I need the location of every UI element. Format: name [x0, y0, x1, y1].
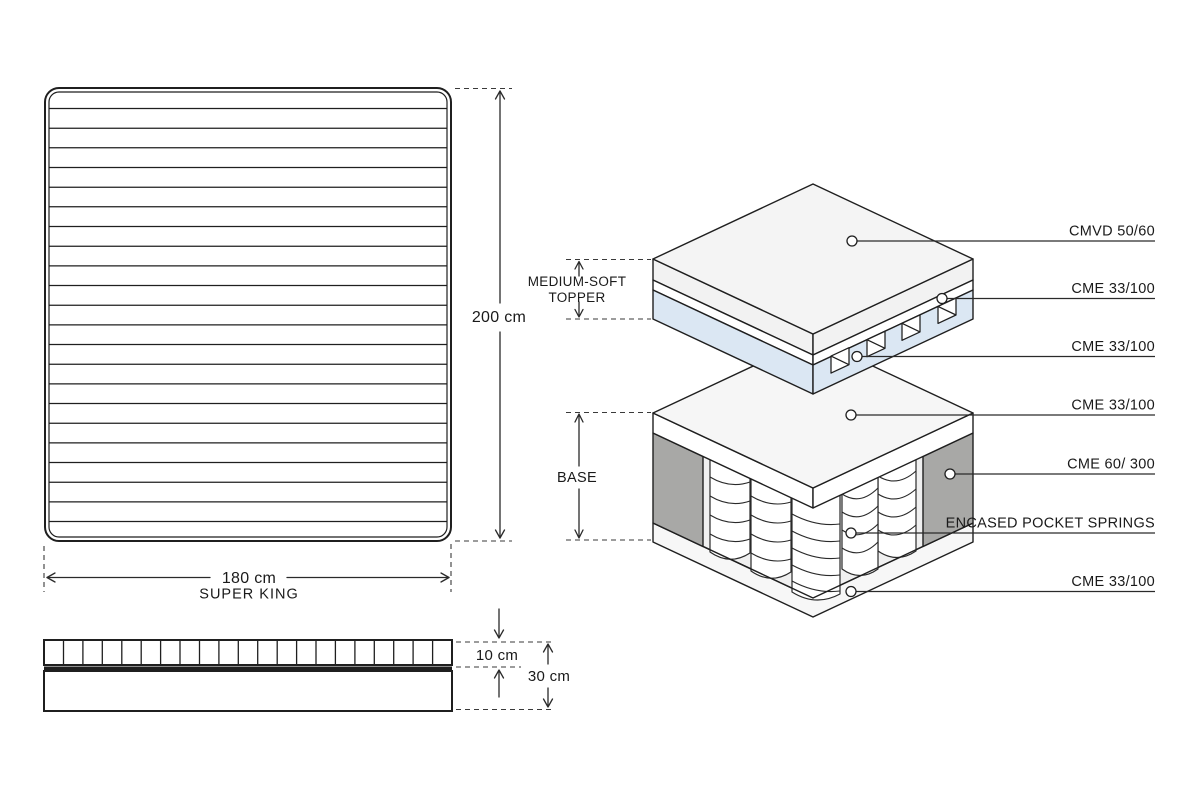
height-dimension-label: 200 cm: [472, 309, 526, 326]
callout-marker: [845, 409, 857, 421]
callouts: CMVD 50/60 CME 33/100 CME 33/100 CME 33/…: [845, 224, 1155, 598]
dimension-height-200cm: 200 cm: [455, 87, 526, 542]
base-bottom-layer-edge: [652, 522, 974, 599]
arrow-down-icon: [542, 698, 554, 708]
arrow-down-icon: [493, 629, 505, 639]
topper-thickness-label: 10 cm: [476, 647, 518, 664]
callout-cme-33-100-topper-side: CME 33/100: [936, 281, 1155, 305]
arrow-down-icon: [574, 529, 584, 539]
callout-marker: [845, 527, 857, 539]
arrow-left-icon: [46, 572, 56, 583]
arrow-up-icon: [542, 643, 554, 653]
callout-marker: [851, 350, 863, 363]
topper-label-line2: TOPPER: [548, 290, 605, 305]
arrow-right-icon: [440, 572, 450, 583]
width-dimension-label: 180 cm: [222, 570, 276, 587]
arrow-up-icon: [574, 260, 584, 270]
total-thickness-label: 30 cm: [528, 668, 570, 685]
exploded-topper: [652, 183, 974, 395]
side-view-thin-layer: [44, 666, 452, 670]
topper-vent-cutouts: [830, 297, 957, 374]
dimension-base-bracket: BASE: [557, 411, 651, 541]
base-top-face: [652, 337, 974, 489]
top-view-inner-outline: [48, 91, 448, 538]
base-label: BASE: [557, 470, 597, 486]
topper-foam-layer-right: [812, 289, 974, 395]
callout-label: CMVD 50/60: [1069, 224, 1155, 240]
topper-label-line1: MEDIUM-SOFT: [528, 274, 627, 289]
size-name-label: SUPER KING: [199, 587, 298, 603]
side-view-topper-dividers: [62, 641, 434, 664]
arrow-up-icon: [574, 413, 584, 423]
callout-cmvd-50-60: CMVD 50/60: [846, 224, 1155, 247]
side-view-topper: [43, 639, 453, 666]
top-view: [44, 87, 452, 542]
callout-label: CME 33/100: [1071, 339, 1155, 355]
dimension-width-180cm: 180 cm SUPER KING: [43, 544, 452, 603]
callout-label: CME 33/100: [1071, 281, 1155, 297]
exploded-base: [652, 337, 974, 618]
arrow-up-icon: [493, 669, 505, 679]
callout-marker: [936, 292, 948, 305]
callout-cme-33-100-base-bottom: CME 33/100: [845, 574, 1155, 598]
callout-label: CME 60/ 300: [1067, 457, 1155, 473]
arrow-down-icon: [494, 529, 506, 539]
callout-marker: [845, 585, 857, 598]
dimension-side-heights: 10 cm 30 cm: [456, 608, 570, 711]
callout-marker: [846, 235, 858, 247]
arrow-up-icon: [494, 90, 506, 100]
top-view-quilt-lines: [49, 107, 447, 523]
callout-encased-pocket-springs: ENCASED POCKET SPRINGS: [845, 516, 1155, 539]
callout-label: ENCASED POCKET SPRINGS: [946, 516, 1155, 532]
callout-cme-33-100-topper-foam: CME 33/100: [851, 339, 1155, 363]
side-view: [43, 639, 453, 712]
callout-marker: [944, 468, 956, 480]
callout-label: CME 33/100: [1071, 574, 1155, 590]
arrow-down-icon: [574, 308, 584, 318]
dimension-topper-bracket: MEDIUM-SOFT TOPPER: [528, 258, 651, 320]
callout-cme-33-100-base-top: CME 33/100: [845, 398, 1155, 421]
top-view-outline: [44, 87, 452, 542]
callout-cme-60-300: CME 60/ 300: [944, 457, 1155, 480]
callout-label: CME 33/100: [1071, 398, 1155, 414]
side-view-base: [43, 670, 453, 712]
topper-top-face: [652, 183, 974, 335]
